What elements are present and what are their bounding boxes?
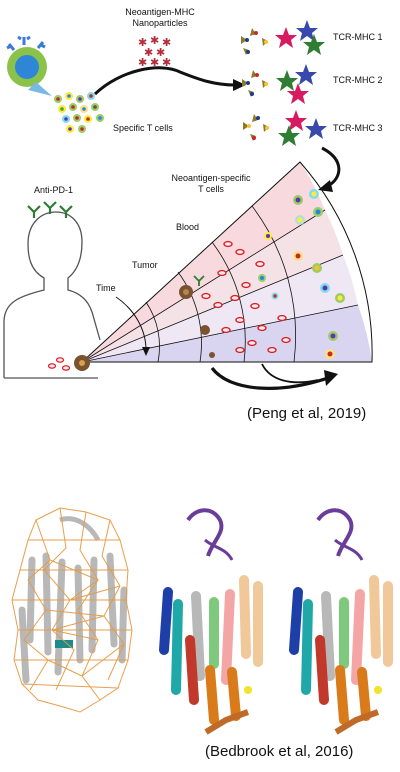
flow-arrow-to-tcr [93, 66, 236, 96]
caption-peng: (Peng et al, 2019) [247, 405, 366, 422]
figure-protein-structures: (Bedbrook et al, 2016) [11, 507, 393, 760]
flow-arrow-to-fan [321, 146, 341, 188]
tcr-mhc-row-1: TCR-MHC 1 [241, 20, 383, 55]
antigen-presenting-cell [6, 35, 52, 96]
specific-tcells-label: Specific T cells [113, 123, 173, 133]
tcr-mhc-2-label: TCR-MHC 2 [333, 75, 383, 85]
protein-structure-mesh [11, 507, 133, 713]
svg-text:✱: ✱ [150, 34, 159, 47]
svg-text:✱: ✱ [138, 56, 147, 69]
tcr-mhc-3-label: TCR-MHC 3 [333, 123, 383, 133]
svg-text:✱: ✱ [144, 46, 153, 59]
patient-silhouette [3, 211, 101, 378]
antibody-icons [27, 201, 73, 218]
flow-arrow-bottom [210, 366, 329, 390]
svg-text:✱: ✱ [138, 36, 147, 49]
nanoparticles-label-line2: Nanoparticles [132, 18, 188, 28]
tcr-mhc-row-2: TCR-MHC 2 [242, 64, 383, 104]
anti-pd1-label: Anti-PD-1 [34, 185, 73, 195]
neoantigen-tcells-label-line2: T cells [198, 184, 224, 194]
tcr-mhc-row-3: TCR-MHC 3 [243, 110, 383, 146]
timeline-fan [80, 161, 382, 363]
tumor-label: Tumor [132, 260, 158, 270]
figure-neoantigen-schematic: Specific T cells Neoantigen-MHC Nanopart… [3, 7, 383, 422]
nanoparticles-label-line1: Neoantigen-MHC [125, 7, 195, 17]
blood-label: Blood [176, 222, 199, 232]
time-label: Time [96, 283, 116, 293]
svg-text:✱: ✱ [150, 56, 159, 69]
svg-text:✱: ✱ [156, 46, 165, 59]
tcr-mhc-1-label: TCR-MHC 1 [333, 32, 383, 42]
fan-contents [179, 189, 345, 359]
specific-tcell-cluster [54, 92, 104, 133]
neoantigen-tcells-label-line1: Neoantigen-specific [171, 173, 251, 183]
caption-bedbrook: (Bedbrook et al, 2016) [205, 743, 353, 760]
nanoparticle-cluster: ✱✱✱ ✱✱ ✱✱✱ [138, 34, 171, 69]
protein-structure-colored-1 [159, 508, 263, 735]
svg-text:✱: ✱ [162, 56, 171, 69]
protein-structure-colored-2 [289, 508, 393, 735]
svg-text:✱: ✱ [162, 36, 171, 49]
